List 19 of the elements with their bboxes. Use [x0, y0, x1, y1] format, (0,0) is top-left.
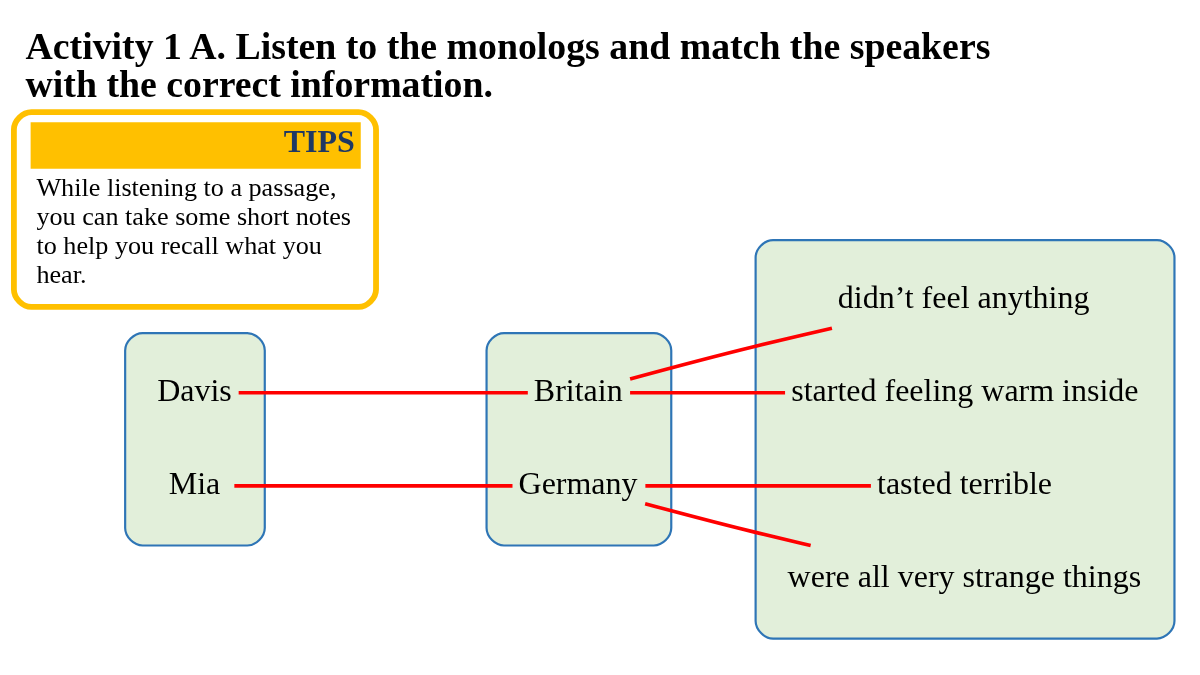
diagram-title: Activity 1 A. Listen to the monologs and match the speakers with the correct information.: [25, 25, 991, 106]
node-box: TIPS While listening to a passage, you can take some short notes to help you recall what you hear.: [11, 109, 379, 310]
node-text: Britain: [533, 371, 623, 408]
node-text: Davis: [157, 371, 232, 408]
node-text: started feeling warm inside: [791, 371, 1139, 408]
connector: [645, 484, 871, 488]
cluster: [754, 238, 1176, 640]
connector: [629, 326, 833, 381]
connector: [234, 484, 513, 488]
cluster: [485, 332, 673, 547]
connector: [644, 501, 812, 548]
cluster: [124, 332, 266, 547]
connector: [630, 390, 786, 395]
connector: [238, 390, 528, 395]
node-text: were all very strange things: [787, 558, 1142, 595]
node-text: Mia: [168, 464, 221, 501]
node-text: didn’t feel anything: [837, 278, 1090, 315]
node-text: Germany: [518, 464, 638, 501]
node-text: tasted terrible: [877, 464, 1052, 501]
